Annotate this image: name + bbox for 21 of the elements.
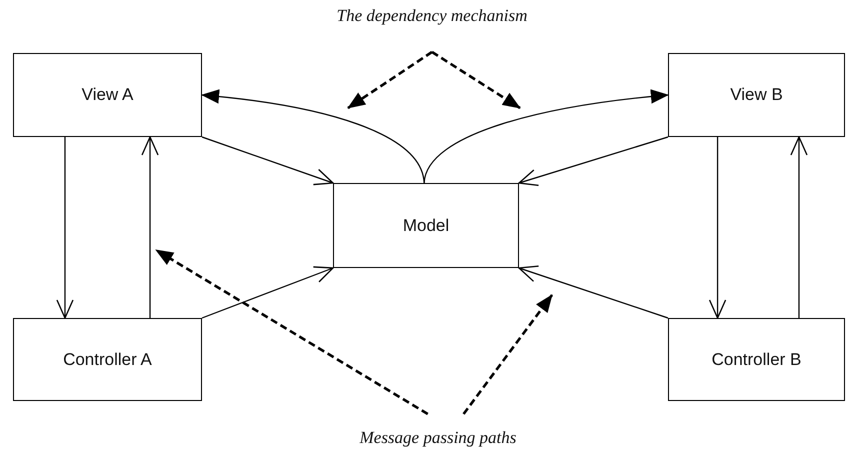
controller-box: Controller A <box>13 318 202 401</box>
view-box: View B <box>668 53 845 137</box>
arrow <box>141 136 159 318</box>
annotation-note: The dependency mechanism <box>336 6 528 26</box>
annotation-note: Message passing paths <box>360 428 516 448</box>
controller-box: Controller B <box>668 318 845 401</box>
arrow <box>518 136 668 186</box>
arrow <box>518 266 668 319</box>
arrow <box>201 90 425 184</box>
model-box: Model <box>333 183 519 268</box>
arrow <box>202 136 334 186</box>
arrow <box>56 137 74 319</box>
leader-arrow <box>431 50 521 110</box>
arrow <box>708 137 726 319</box>
leader-arrow <box>155 248 428 416</box>
arrow <box>424 89 669 184</box>
leader-arrow <box>347 50 433 110</box>
arrow <box>790 136 808 318</box>
arrow <box>202 266 334 319</box>
view-box: View A <box>13 53 202 137</box>
leader-arrow <box>462 294 554 415</box>
